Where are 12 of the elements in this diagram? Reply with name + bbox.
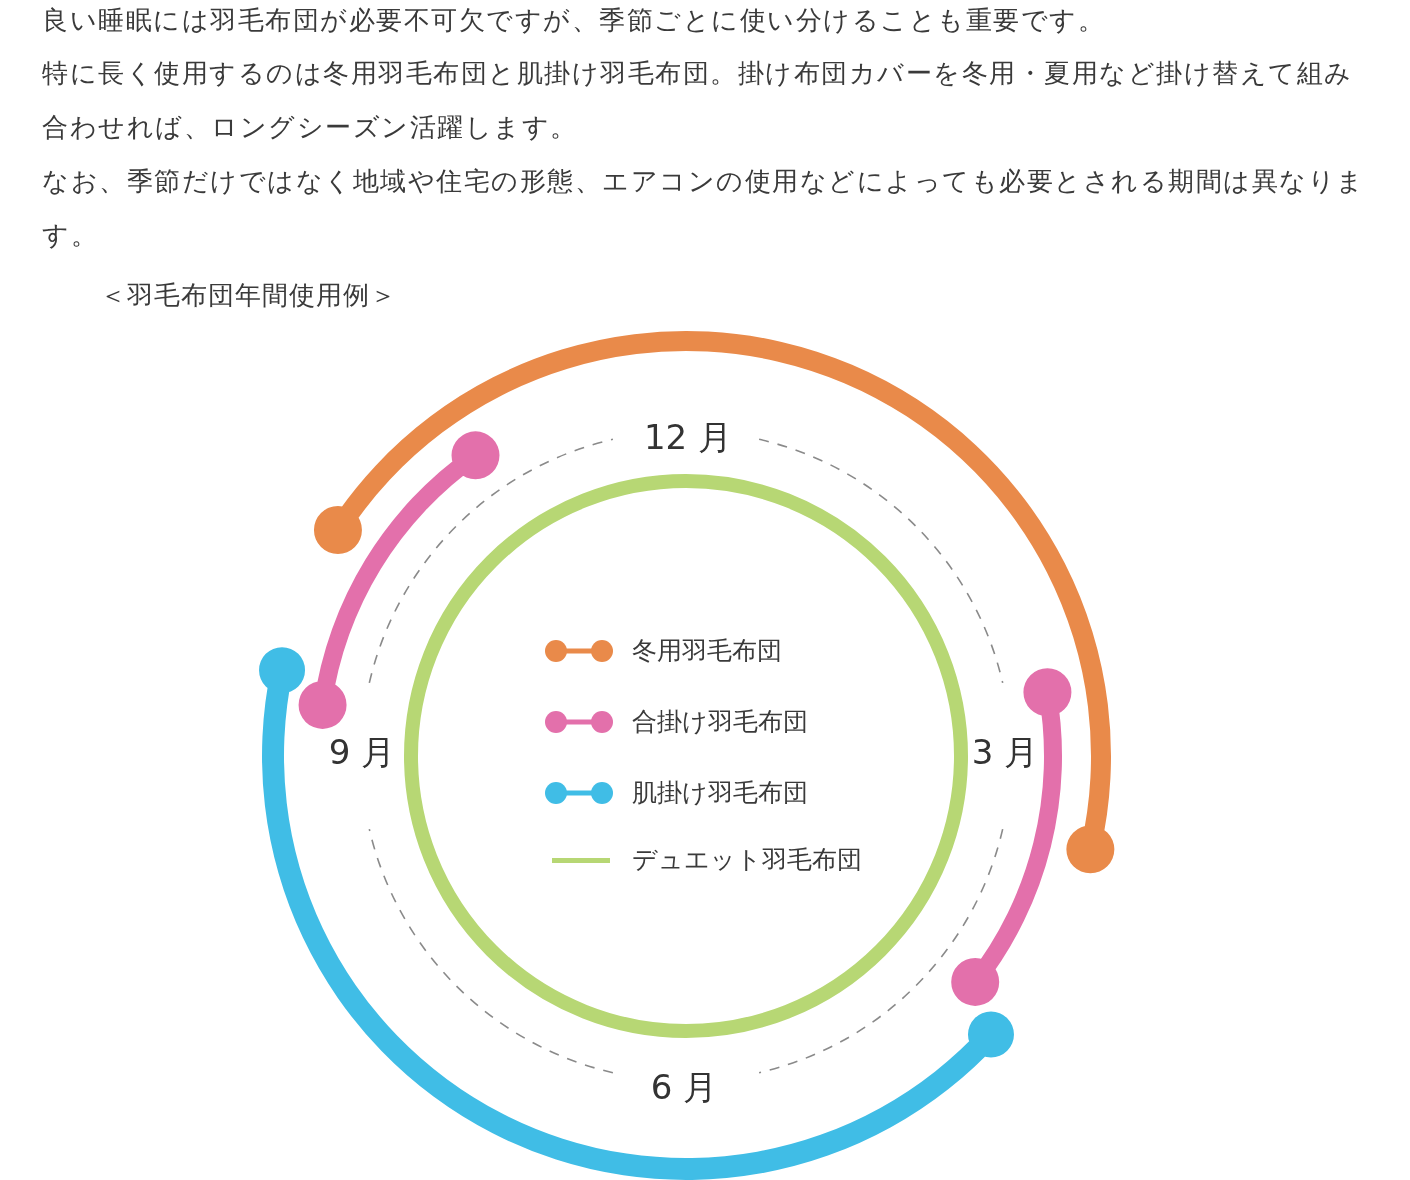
paragraph-text: なお、季節だけではなく地域や住宅の形態、エアコンの使用などによっても必要とされる期間は異なります。 bbox=[42, 165, 1366, 252]
month-label: 3 月 bbox=[971, 732, 1039, 772]
month-label: 9 月 bbox=[328, 732, 396, 772]
legend-text: 冬用羽毛布団 bbox=[632, 635, 782, 667]
paragraph-text: 特に長く使用するのは冬用羽毛布団と肌掛け羽毛布団。掛け布団カバーを冬用・夏用など掛け替えて組み合わせれば、ロングシーズン活躍します。 bbox=[42, 57, 1354, 144]
diagram-title: ＜羽毛布団年間使用例＞ bbox=[100, 279, 397, 312]
paragraph-text: 良い睡眠には羽毛布団が必要不可欠ですが、季節ごとに使い分けることも重要です。 bbox=[42, 4, 1106, 37]
legend-text: 合掛け羽毛布団 bbox=[632, 706, 808, 738]
month-label: 12 月 bbox=[643, 417, 733, 457]
legend-text: デュエット羽毛布団 bbox=[632, 844, 862, 876]
legend-text: 肌掛け羽毛布団 bbox=[632, 777, 808, 809]
month-label: 6 月 bbox=[650, 1067, 718, 1107]
